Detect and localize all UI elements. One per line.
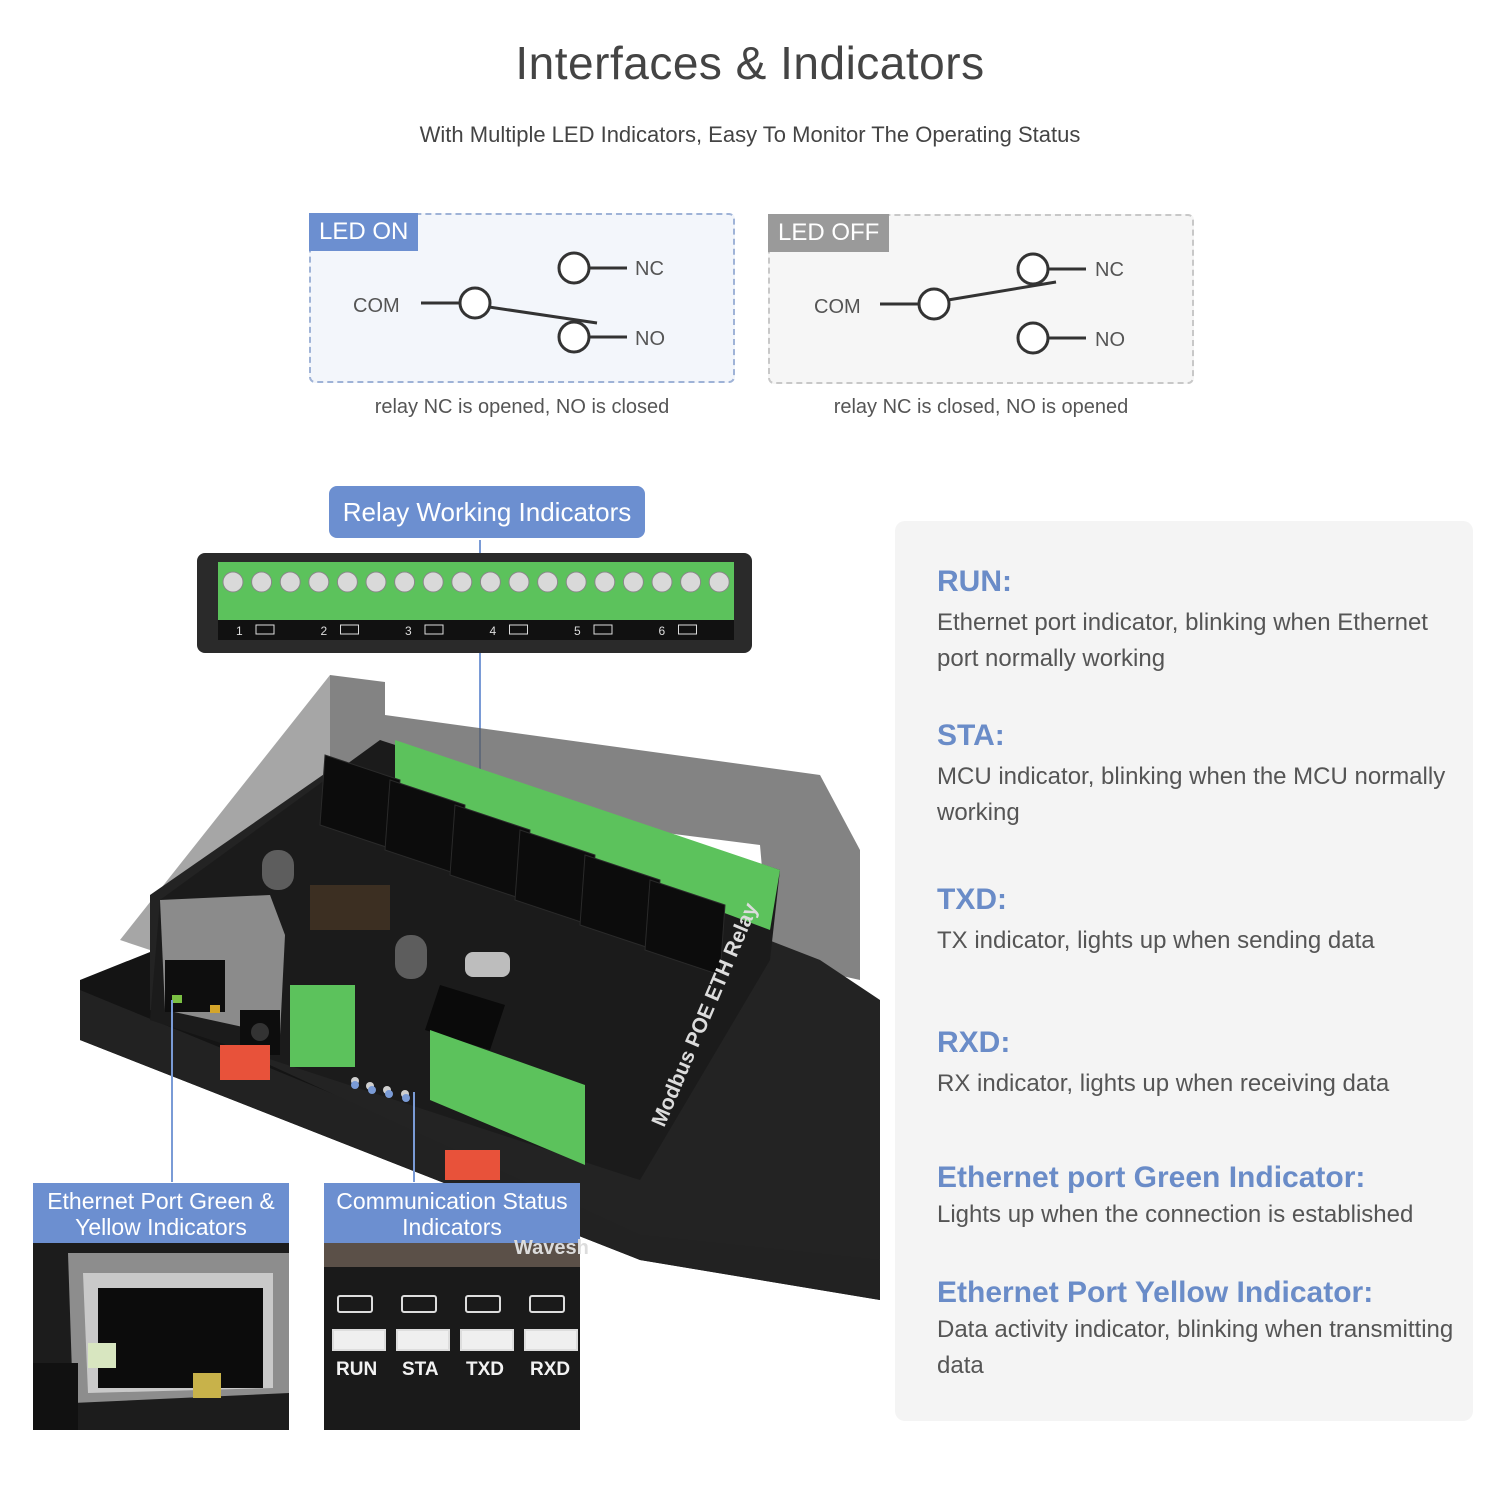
terminal-number: 2 bbox=[321, 624, 328, 638]
rxd-led-label: RXD bbox=[530, 1359, 571, 1380]
terminal-screw bbox=[565, 571, 587, 593]
no-terminal bbox=[557, 320, 591, 354]
terminal-screw bbox=[365, 571, 387, 593]
comm-status-callout: Communication Status Indicators bbox=[324, 1183, 580, 1245]
relay-led bbox=[340, 624, 359, 635]
nc-label: NC bbox=[635, 258, 664, 280]
no-label: NO bbox=[635, 328, 665, 350]
relay-switch-on-diagram: COM NC NO bbox=[353, 251, 665, 354]
nc-label: NC bbox=[1095, 259, 1124, 281]
relay-led bbox=[678, 624, 697, 635]
eth-yellow-description: Ethernet Port Yellow Indicator: Data act… bbox=[937, 1276, 1467, 1384]
terminal-screw bbox=[279, 571, 301, 593]
terminal-screw bbox=[422, 571, 444, 593]
nc-terminal bbox=[1016, 252, 1050, 286]
terminal-screw bbox=[508, 571, 530, 593]
no-label: NO bbox=[1095, 329, 1125, 351]
terminal-screw bbox=[622, 571, 644, 593]
terminal-screw bbox=[479, 571, 501, 593]
device-illustration: 1 2 3 4 5 6 bbox=[80, 540, 880, 1300]
sta-description: STA: MCU indicator, blinking when the MC… bbox=[937, 719, 1457, 831]
ethernet-port-callout: Ethernet Port Green & Yellow Indicators bbox=[33, 1183, 289, 1245]
terminal-screw bbox=[222, 571, 244, 593]
terminal-number: 6 bbox=[659, 624, 666, 638]
terminal-screw bbox=[594, 571, 616, 593]
run-led-label: RUN bbox=[336, 1359, 378, 1380]
relay bbox=[644, 879, 726, 976]
terminal-screw bbox=[651, 571, 673, 593]
eth-green-heading: Ethernet port Green Indicator: bbox=[937, 1161, 1366, 1194]
com-terminal bbox=[917, 287, 951, 321]
terminal-number: 5 bbox=[574, 624, 581, 638]
led-off-tag: LED OFF bbox=[768, 214, 890, 252]
txd-led-label: TXD bbox=[466, 1359, 504, 1380]
eth-yellow-text: Data activity indicator, blinking when t… bbox=[937, 1316, 1454, 1379]
terminal-screw bbox=[308, 571, 330, 593]
brand-fragment: Wavesh bbox=[514, 1237, 589, 1259]
terminal-screw bbox=[451, 571, 473, 593]
pcb-board bbox=[150, 740, 780, 1180]
page-title: Interfaces & Indicators bbox=[515, 37, 985, 89]
led-on-caption: relay NC is opened, NO is closed bbox=[374, 396, 670, 418]
ethernet-port-closeup bbox=[33, 1243, 289, 1430]
run-heading: RUN: bbox=[937, 565, 1012, 598]
rxd-text: RX indicator, lights up when receiving d… bbox=[937, 1070, 1390, 1097]
txd-text: TX indicator, lights up when sending dat… bbox=[937, 927, 1375, 954]
terminal-screw bbox=[537, 571, 559, 593]
sta-text: MCU indicator, blinking when the MCU nor… bbox=[937, 763, 1446, 826]
relay-led bbox=[509, 624, 528, 635]
terminal-screw bbox=[251, 571, 273, 593]
led-pad-row bbox=[334, 1295, 574, 1315]
sta-heading: STA: bbox=[937, 719, 1005, 752]
led-off-caption: relay NC is closed, NO is opened bbox=[833, 396, 1129, 418]
com-terminal bbox=[458, 286, 492, 320]
sta-led-label: STA bbox=[402, 1359, 439, 1380]
led-labels: RUN STA TXD RXD bbox=[324, 1359, 580, 1383]
led-off-diagram: LED OFF COM NC NO bbox=[768, 214, 1194, 384]
eth-green-description: Ethernet port Green Indicator: Lights up… bbox=[937, 1161, 1467, 1233]
nc-terminal bbox=[557, 251, 591, 285]
eth-green-text: Lights up when the connection is establi… bbox=[937, 1201, 1414, 1228]
indicator-description-panel: RUN: Ethernet port indicator, blinking w… bbox=[895, 521, 1473, 1421]
com-label: COM bbox=[814, 296, 861, 318]
terminal-number: 3 bbox=[405, 624, 412, 638]
terminal-screw bbox=[680, 571, 702, 593]
run-description: RUN: Ethernet port indicator, blinking w… bbox=[937, 565, 1457, 677]
rxd-heading: RXD: bbox=[937, 1026, 1011, 1059]
com-label: COM bbox=[353, 295, 400, 317]
terminal-strip-zoom: 1 2 3 4 5 6 bbox=[197, 553, 752, 653]
terminal-screw bbox=[394, 571, 416, 593]
terminal-screw bbox=[336, 571, 358, 593]
switch-arm bbox=[488, 305, 598, 325]
switch-arm bbox=[947, 280, 1057, 302]
led-on-diagram: LED ON COM NC NO bbox=[309, 213, 735, 383]
led-row bbox=[329, 1329, 579, 1353]
terminal-number: 4 bbox=[490, 624, 497, 638]
page-subtitle: With Multiple LED Indicators, Easy To Mo… bbox=[419, 122, 1081, 147]
relay-indicators-label: Relay Working Indicators bbox=[329, 486, 645, 538]
comm-leds-closeup: Wavesh RUN STA TXD RXD bbox=[324, 1237, 589, 1430]
relay-led bbox=[424, 624, 444, 635]
led-on-tag: LED ON bbox=[309, 213, 419, 251]
eth-yellow-heading: Ethernet Port Yellow Indicator: bbox=[937, 1276, 1374, 1309]
terminal-number: 1 bbox=[236, 624, 243, 638]
txd-heading: TXD: bbox=[937, 883, 1007, 916]
relay-led bbox=[593, 624, 613, 635]
txd-description: TXD: TX indicator, lights up when sendin… bbox=[937, 883, 1457, 959]
rxd-description: RXD: RX indicator, lights up when receiv… bbox=[937, 1026, 1457, 1102]
run-text: Ethernet port indicator, blinking when E… bbox=[937, 609, 1428, 672]
relay-switch-off-diagram: COM NC NO bbox=[814, 252, 1125, 355]
no-terminal bbox=[1016, 321, 1050, 355]
relay-led bbox=[255, 624, 275, 635]
terminal-screw bbox=[708, 571, 730, 593]
